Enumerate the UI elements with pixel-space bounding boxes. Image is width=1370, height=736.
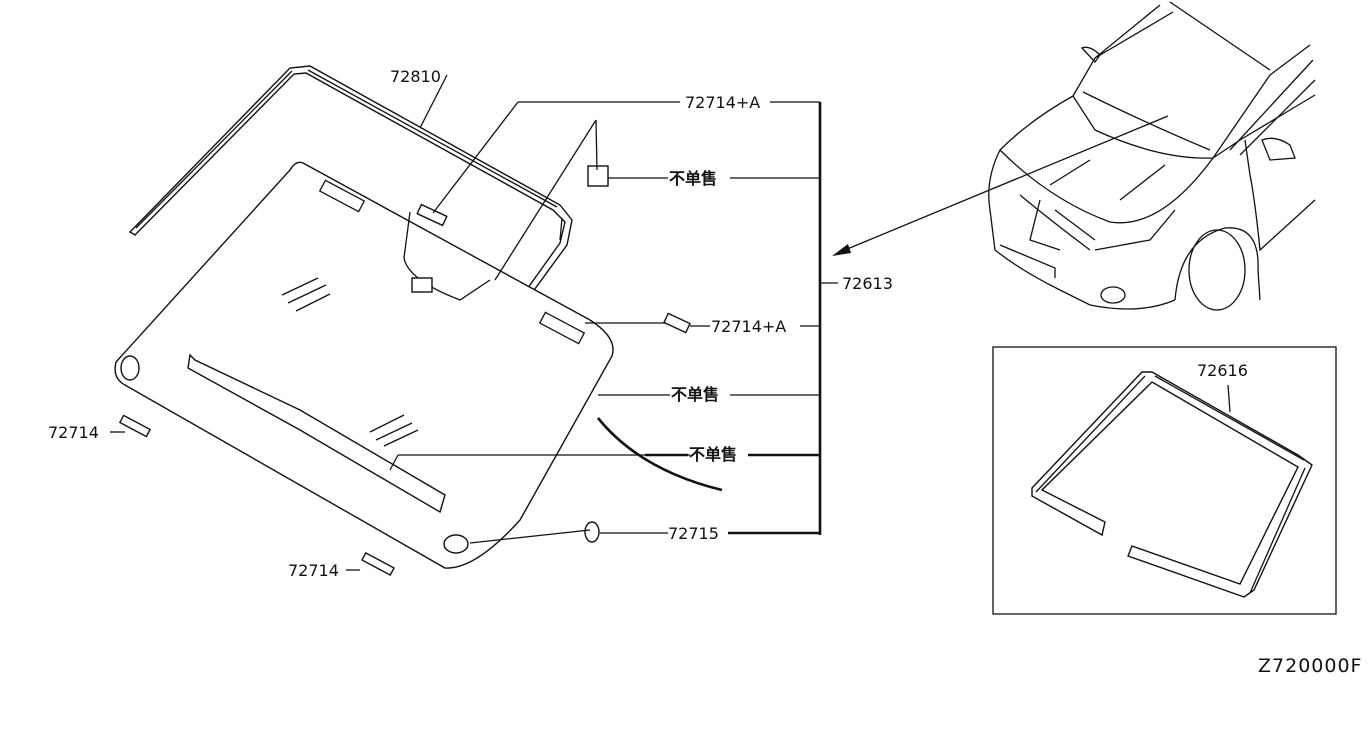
label-72616: 72616 [1197,361,1248,380]
bracket-pieces [118,165,723,576]
windshield-glass [114,161,614,569]
label-72613: 72613 [842,274,893,293]
label-72714a-top: 72714+A [685,93,760,112]
label-not-sold-1: 不单售 [669,169,717,188]
inset-box [992,346,1337,615]
label-72714-left: 72714 [48,423,99,442]
diagram-code: Z720000F [1258,655,1362,677]
label-72715: 72715 [668,524,719,543]
part-labels: 72810 72714+A 不单售 72613 72714+A 不单售 不单售 … [48,67,1362,677]
label-not-sold-3: 不单售 [689,445,737,464]
label-72810: 72810 [390,67,441,86]
label-72714a-mid: 72714+A [711,317,786,336]
leader-lines [110,74,1231,571]
label-72714-bottom: 72714 [288,561,339,580]
vehicle-illustration [988,1,1316,311]
label-not-sold-2: 不单售 [671,385,719,404]
